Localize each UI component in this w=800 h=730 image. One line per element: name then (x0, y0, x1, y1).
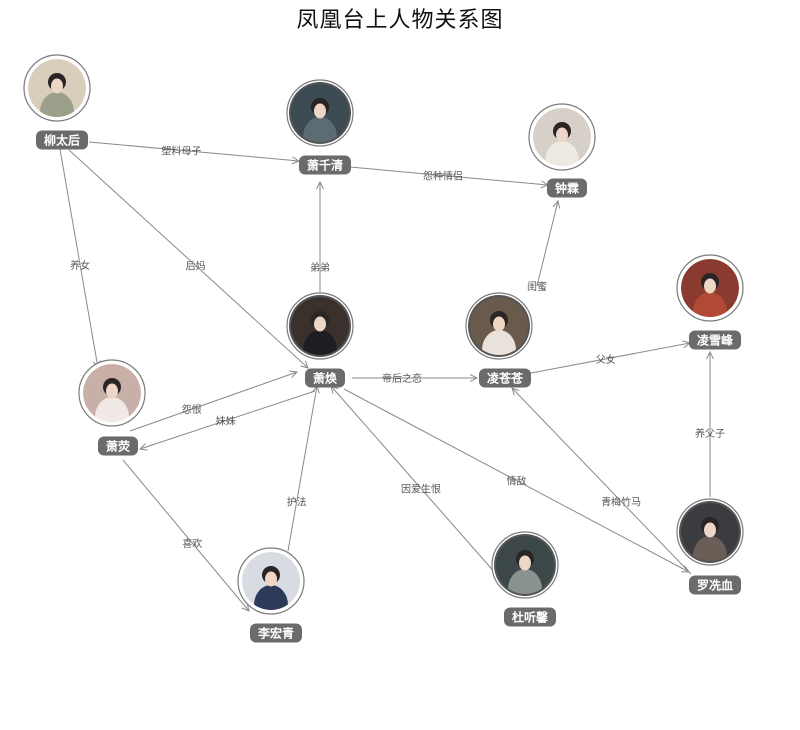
edge-label: 怨恨 (182, 403, 202, 416)
edge-lcc-lxf: 父女 (530, 343, 690, 374)
edge-liu-xqq: 塑料母子 (88, 141, 299, 161)
edge-lxx-lxf: 养父子 (695, 352, 725, 497)
name-label-box (250, 623, 302, 643)
edge-label: 喜欢 (182, 537, 202, 550)
edge-arrow (122, 459, 249, 611)
edge-label: 养父子 (695, 427, 725, 440)
avatar (78, 359, 146, 427)
edge-arrow (349, 166, 548, 185)
edge-label: 闺蜜 (527, 280, 547, 293)
character-node-lxx[interactable]: 罗冼血 (676, 498, 744, 595)
edge-label: 父女 (596, 353, 616, 366)
edge-arrow (129, 372, 297, 432)
edge-arrow (343, 388, 689, 572)
edge-xqq-zhong: 怨种情侣 (349, 166, 548, 185)
avatar (676, 254, 744, 322)
edge-label: 护法 (287, 496, 307, 509)
character-name: 柳太后 (44, 133, 80, 148)
edge-label: 帝后之恋 (382, 372, 422, 385)
character-name: 萧千清 (307, 158, 343, 173)
edge-label: 怨种情侣 (423, 169, 463, 182)
edge-xh-lxx: 情敌 (343, 388, 689, 572)
character-name: 凌雪峰 (697, 333, 734, 348)
edge-label: 因爱生恨 (401, 482, 441, 495)
character-name: 萧焕 (313, 371, 338, 386)
name-label-box (689, 575, 741, 595)
avatar (23, 54, 91, 122)
name-label-box (299, 155, 351, 175)
edge-lcc-zhong: 闺蜜 (527, 201, 558, 293)
avatar (676, 498, 744, 566)
edge-liu-xh: 后妈 (68, 149, 308, 368)
edge-xh-xy: 妹妹 (140, 390, 316, 449)
character-node-xqq[interactable]: 萧千清 (286, 79, 354, 175)
character-node-lcc[interactable]: 凌苍苍 (465, 292, 533, 388)
name-label-box (36, 130, 88, 150)
edge-arrow (59, 148, 98, 368)
character-node-xh[interactable]: 萧焕 (286, 292, 354, 388)
edge-label: 塑料母子 (161, 144, 201, 157)
diagram-title: 凤凰台上人物关系图 (296, 8, 504, 33)
name-label-box (547, 178, 587, 198)
edge-label: 情敌 (507, 475, 527, 488)
character-node-lhq[interactable]: 李宏青 (237, 547, 305, 643)
character-node-liu[interactable]: 柳太后 (23, 54, 91, 150)
edge-label: 妹妹 (216, 416, 236, 428)
edge-arrow (68, 149, 308, 368)
character-node-zhong[interactable]: 钟霖 (528, 103, 596, 198)
edge-dtx-xh: 因爱生恨 (331, 386, 505, 584)
avatar (237, 547, 305, 615)
edge-arrow (140, 390, 316, 449)
character-name: 萧荧 (106, 439, 131, 454)
edge-arrow (530, 343, 690, 374)
character-name: 钟霖 (555, 181, 579, 196)
edge-arrow (331, 386, 505, 584)
name-label-box (479, 368, 531, 388)
character-name: 罗冼血 (697, 578, 733, 593)
edge-label: 青梅竹马 (601, 495, 641, 508)
character-name: 凌苍苍 (487, 371, 524, 386)
avatar (286, 79, 354, 147)
avatar (491, 531, 559, 599)
name-label-box (689, 330, 741, 350)
edge-xh-xqq: 弟弟 (310, 182, 330, 295)
character-name: 杜听馨 (512, 610, 549, 625)
edge-arrow (512, 388, 692, 575)
edge-xy-xh: 怨恨 (129, 372, 297, 432)
character-node-dtx[interactable]: 杜听馨 (491, 531, 559, 627)
name-label-box (98, 436, 138, 456)
character-node-lxf[interactable]: 凌雪峰 (676, 254, 744, 350)
edge-xh-lcc: 帝后之恋 (352, 372, 477, 385)
edge-arrow (287, 386, 317, 552)
name-label-box (305, 368, 345, 388)
character-node-xy[interactable]: 萧荧 (78, 359, 146, 456)
edge-label: 弟弟 (310, 262, 330, 274)
avatar (528, 103, 596, 171)
edge-arrow (536, 201, 558, 287)
edge-label: 后妈 (186, 260, 206, 273)
edge-xy-lhq: 喜欢 (122, 459, 249, 611)
avatar (286, 292, 354, 360)
character-name: 李宏青 (257, 626, 294, 641)
edge-arrow (88, 141, 299, 161)
avatar (465, 292, 533, 360)
name-label-box (504, 607, 556, 627)
edge-label: 养女 (70, 259, 90, 272)
edge-liu-xy: 养女 (59, 148, 98, 368)
edge-lxx-lcc: 青梅竹马 (512, 388, 692, 575)
edge-lhq-xh: 护法 (287, 386, 317, 552)
